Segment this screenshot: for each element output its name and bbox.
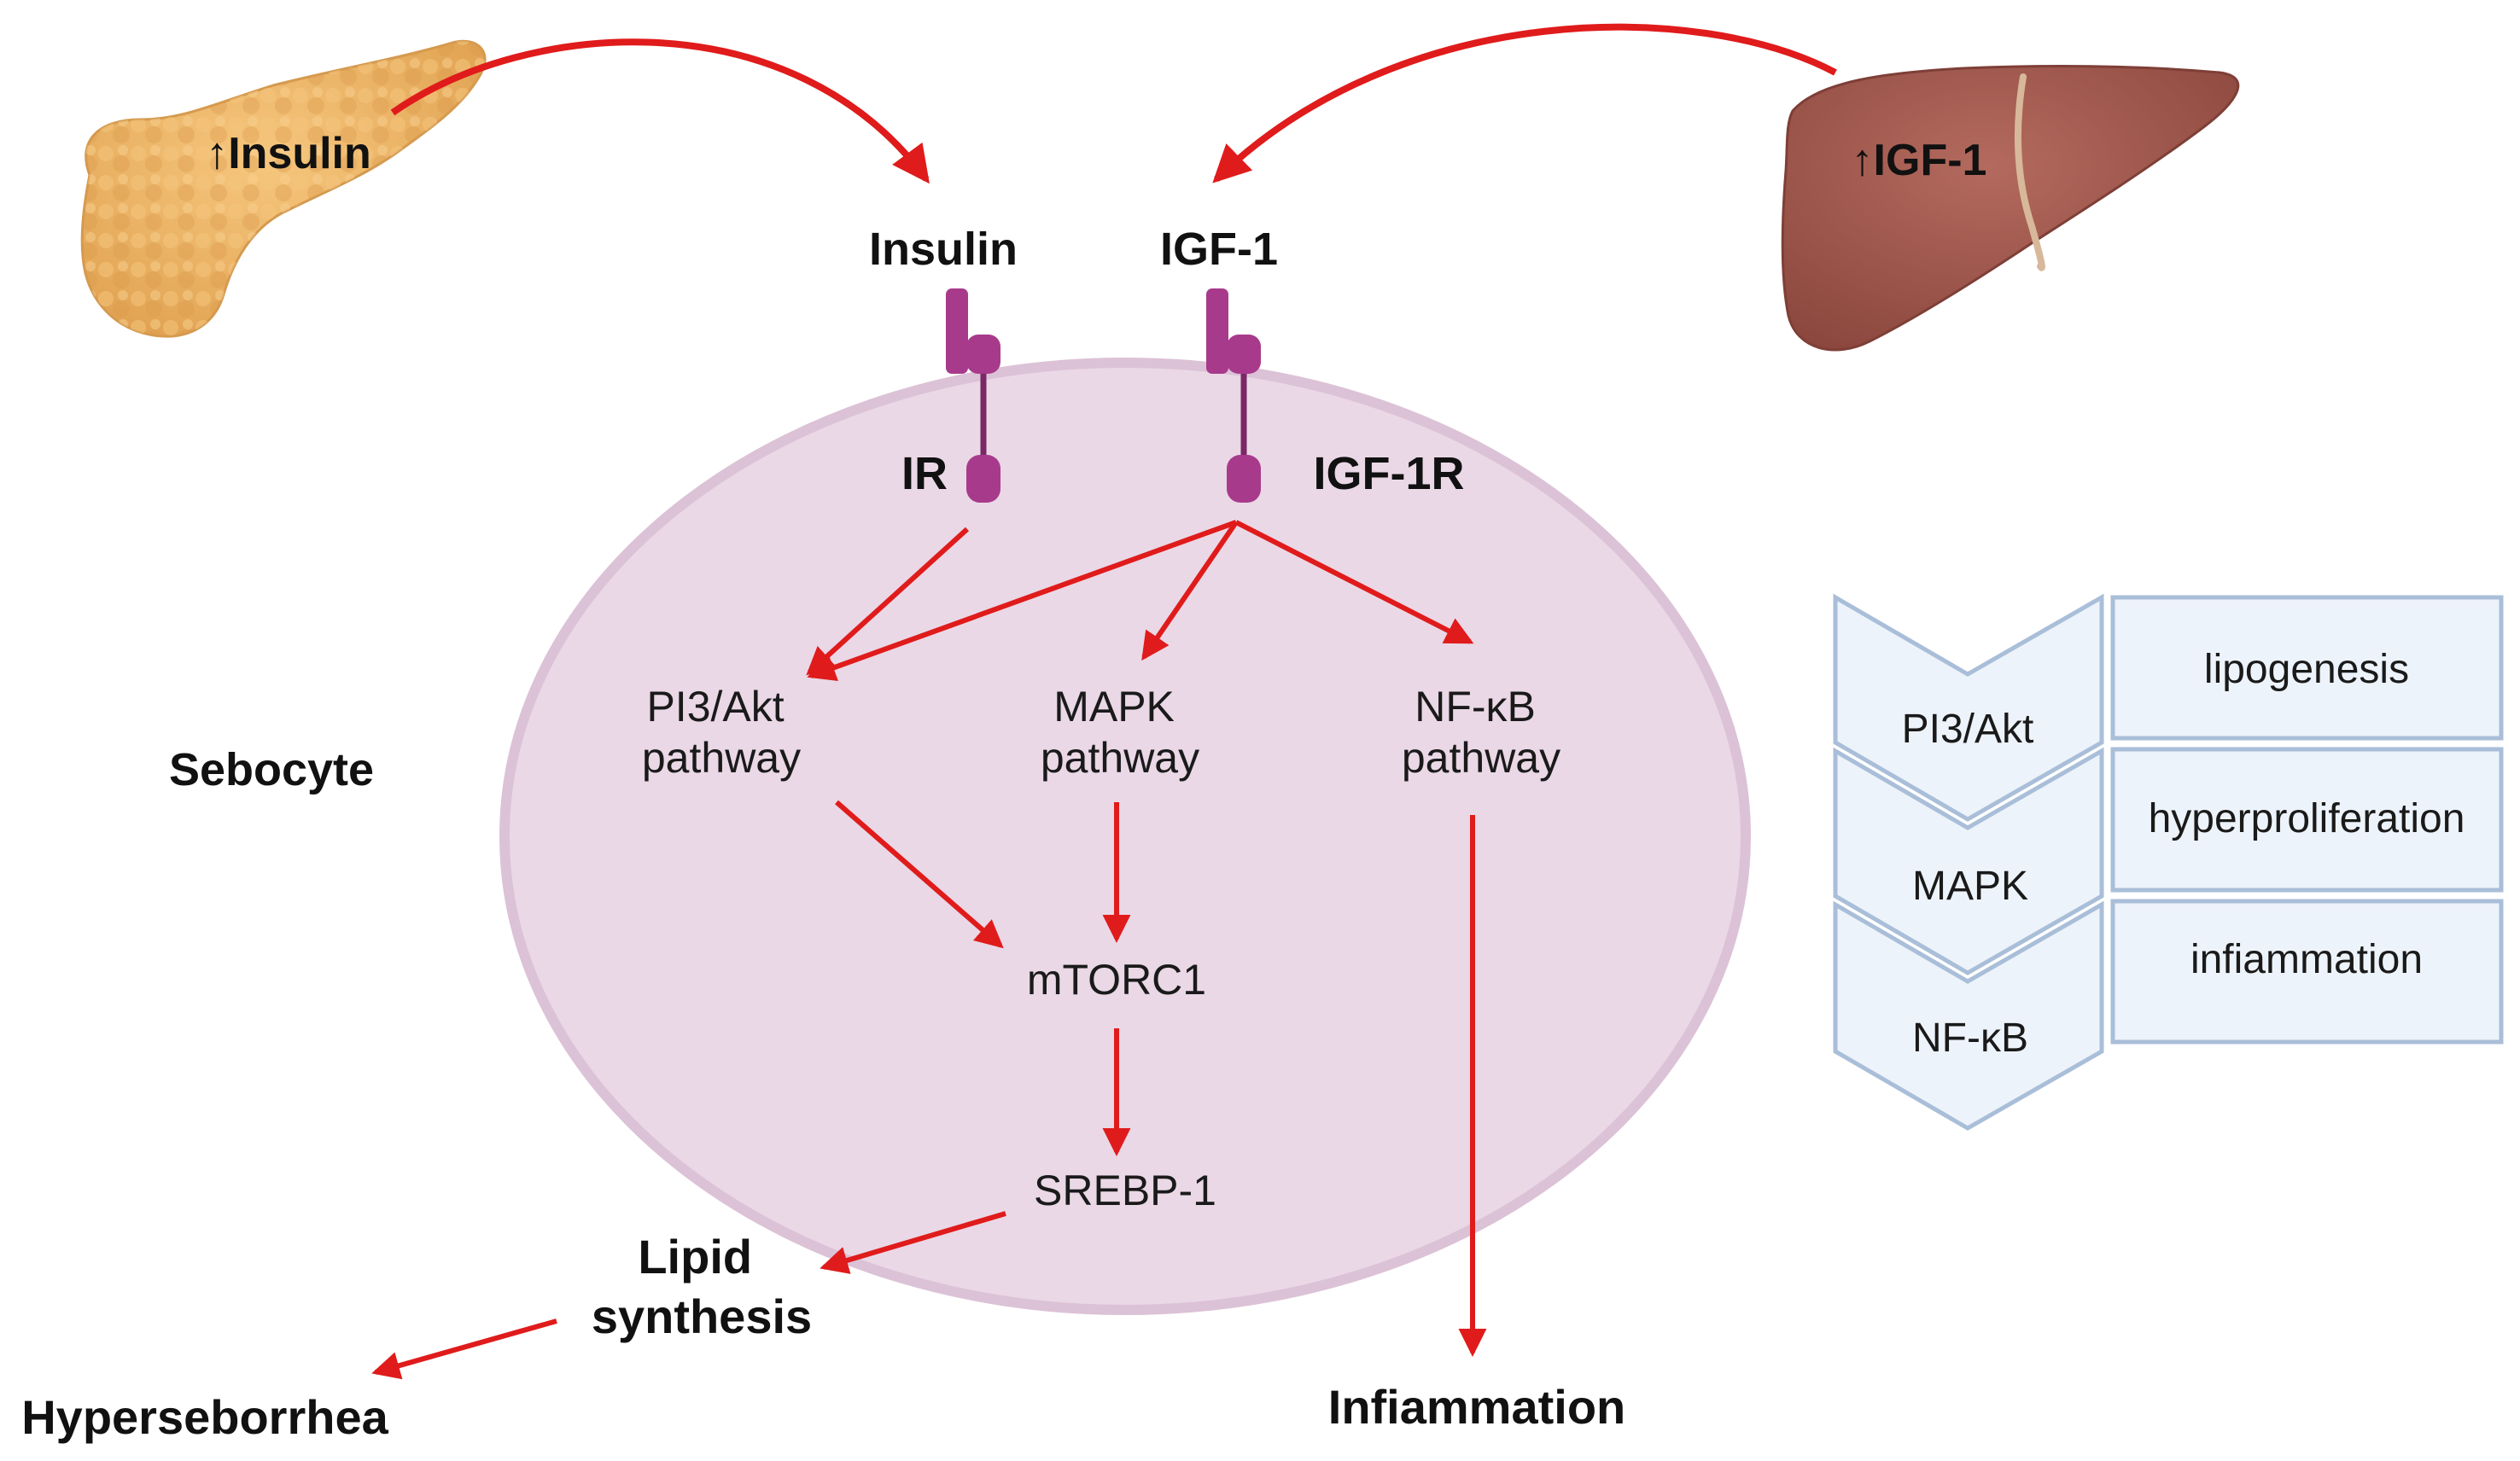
legend-effect-hyperproliferation: hyperproliferation (2149, 796, 2465, 841)
insulin-label: Insulin (869, 224, 1018, 275)
nfkb-pathway-label: NF-κB pathway (1402, 683, 1560, 782)
ir-label: IR (901, 448, 948, 499)
pi3akt-pathway-label: PI3/Akt pathway (642, 683, 801, 782)
arrow-liver-to-igf1 (1212, 23, 1837, 183)
liver-organ (1781, 65, 2240, 352)
sebocyte-cell (499, 358, 1751, 1315)
legend-effect-box-lipogenesis (2110, 595, 2504, 741)
legend-pathway-pi3akt: PI3/Akt (1902, 707, 2034, 752)
arrow-srebp1-to-lipid-synthesis (820, 1211, 1006, 1274)
igf1-receptor-icon (1206, 288, 1261, 503)
mtorc1-label: mTORC1 (1027, 956, 1206, 1004)
pancreas-organ (80, 39, 487, 338)
igf1r-label: IGF-1R (1313, 448, 1464, 499)
legend-pathway-mapk: MAPK (1912, 864, 2028, 909)
arrow-pi3akt-to-mtorc1 (835, 800, 1004, 949)
legend-chevron-mapk (1833, 747, 2104, 975)
hyperseborrhea-label: Hyperseborrhea (21, 1390, 388, 1444)
legend-chevron-pi3akt (1833, 593, 2104, 822)
srebp1-label: SREBP-1 (1034, 1167, 1216, 1214)
legend-effect-box-inflammation (2110, 899, 2504, 1045)
arrow-pancreas-to-insulin (390, 38, 930, 184)
arrow-ir-to-pi3akt (806, 527, 970, 676)
legend-effect-lipogenesis: lipogenesis (2204, 647, 2409, 692)
insulin-receptor-icon (946, 288, 1000, 503)
igf1-label: IGF-1 (1160, 224, 1278, 275)
lipid-synthesis-label: Lipid synthesis (592, 1230, 812, 1343)
legend-effect-box-hyperproliferation (2110, 747, 2504, 893)
legend-chevron-nfkb (1833, 900, 2104, 1131)
pancreas-insulin-label: ↑Insulin (206, 129, 371, 178)
arrow-igf1r-to-pi3akt (807, 520, 1238, 681)
legend-effect-inflammation: infiammation (2190, 937, 2423, 982)
pathway-effects-legend: PI3/Akt MAPK NF-κB lipogenesis hyperprol… (1833, 593, 2504, 1131)
legend-pathway-nfkb: NF-κB (1912, 1016, 2028, 1061)
arrow-igf1r-to-nfkb (1234, 520, 1474, 644)
inflammation-label: Infiammation (1328, 1380, 1625, 1434)
arrow-igf1r-to-mapk (1141, 521, 1239, 661)
liver-igf1-label: ↑IGF-1 (1852, 136, 1987, 185)
mapk-pathway-label: MAPK pathway (1041, 683, 1199, 782)
arrow-lipid-synthesis-to-hyperseborrhea (371, 1318, 557, 1380)
sebocyte-label: Sebocyte (169, 744, 374, 795)
